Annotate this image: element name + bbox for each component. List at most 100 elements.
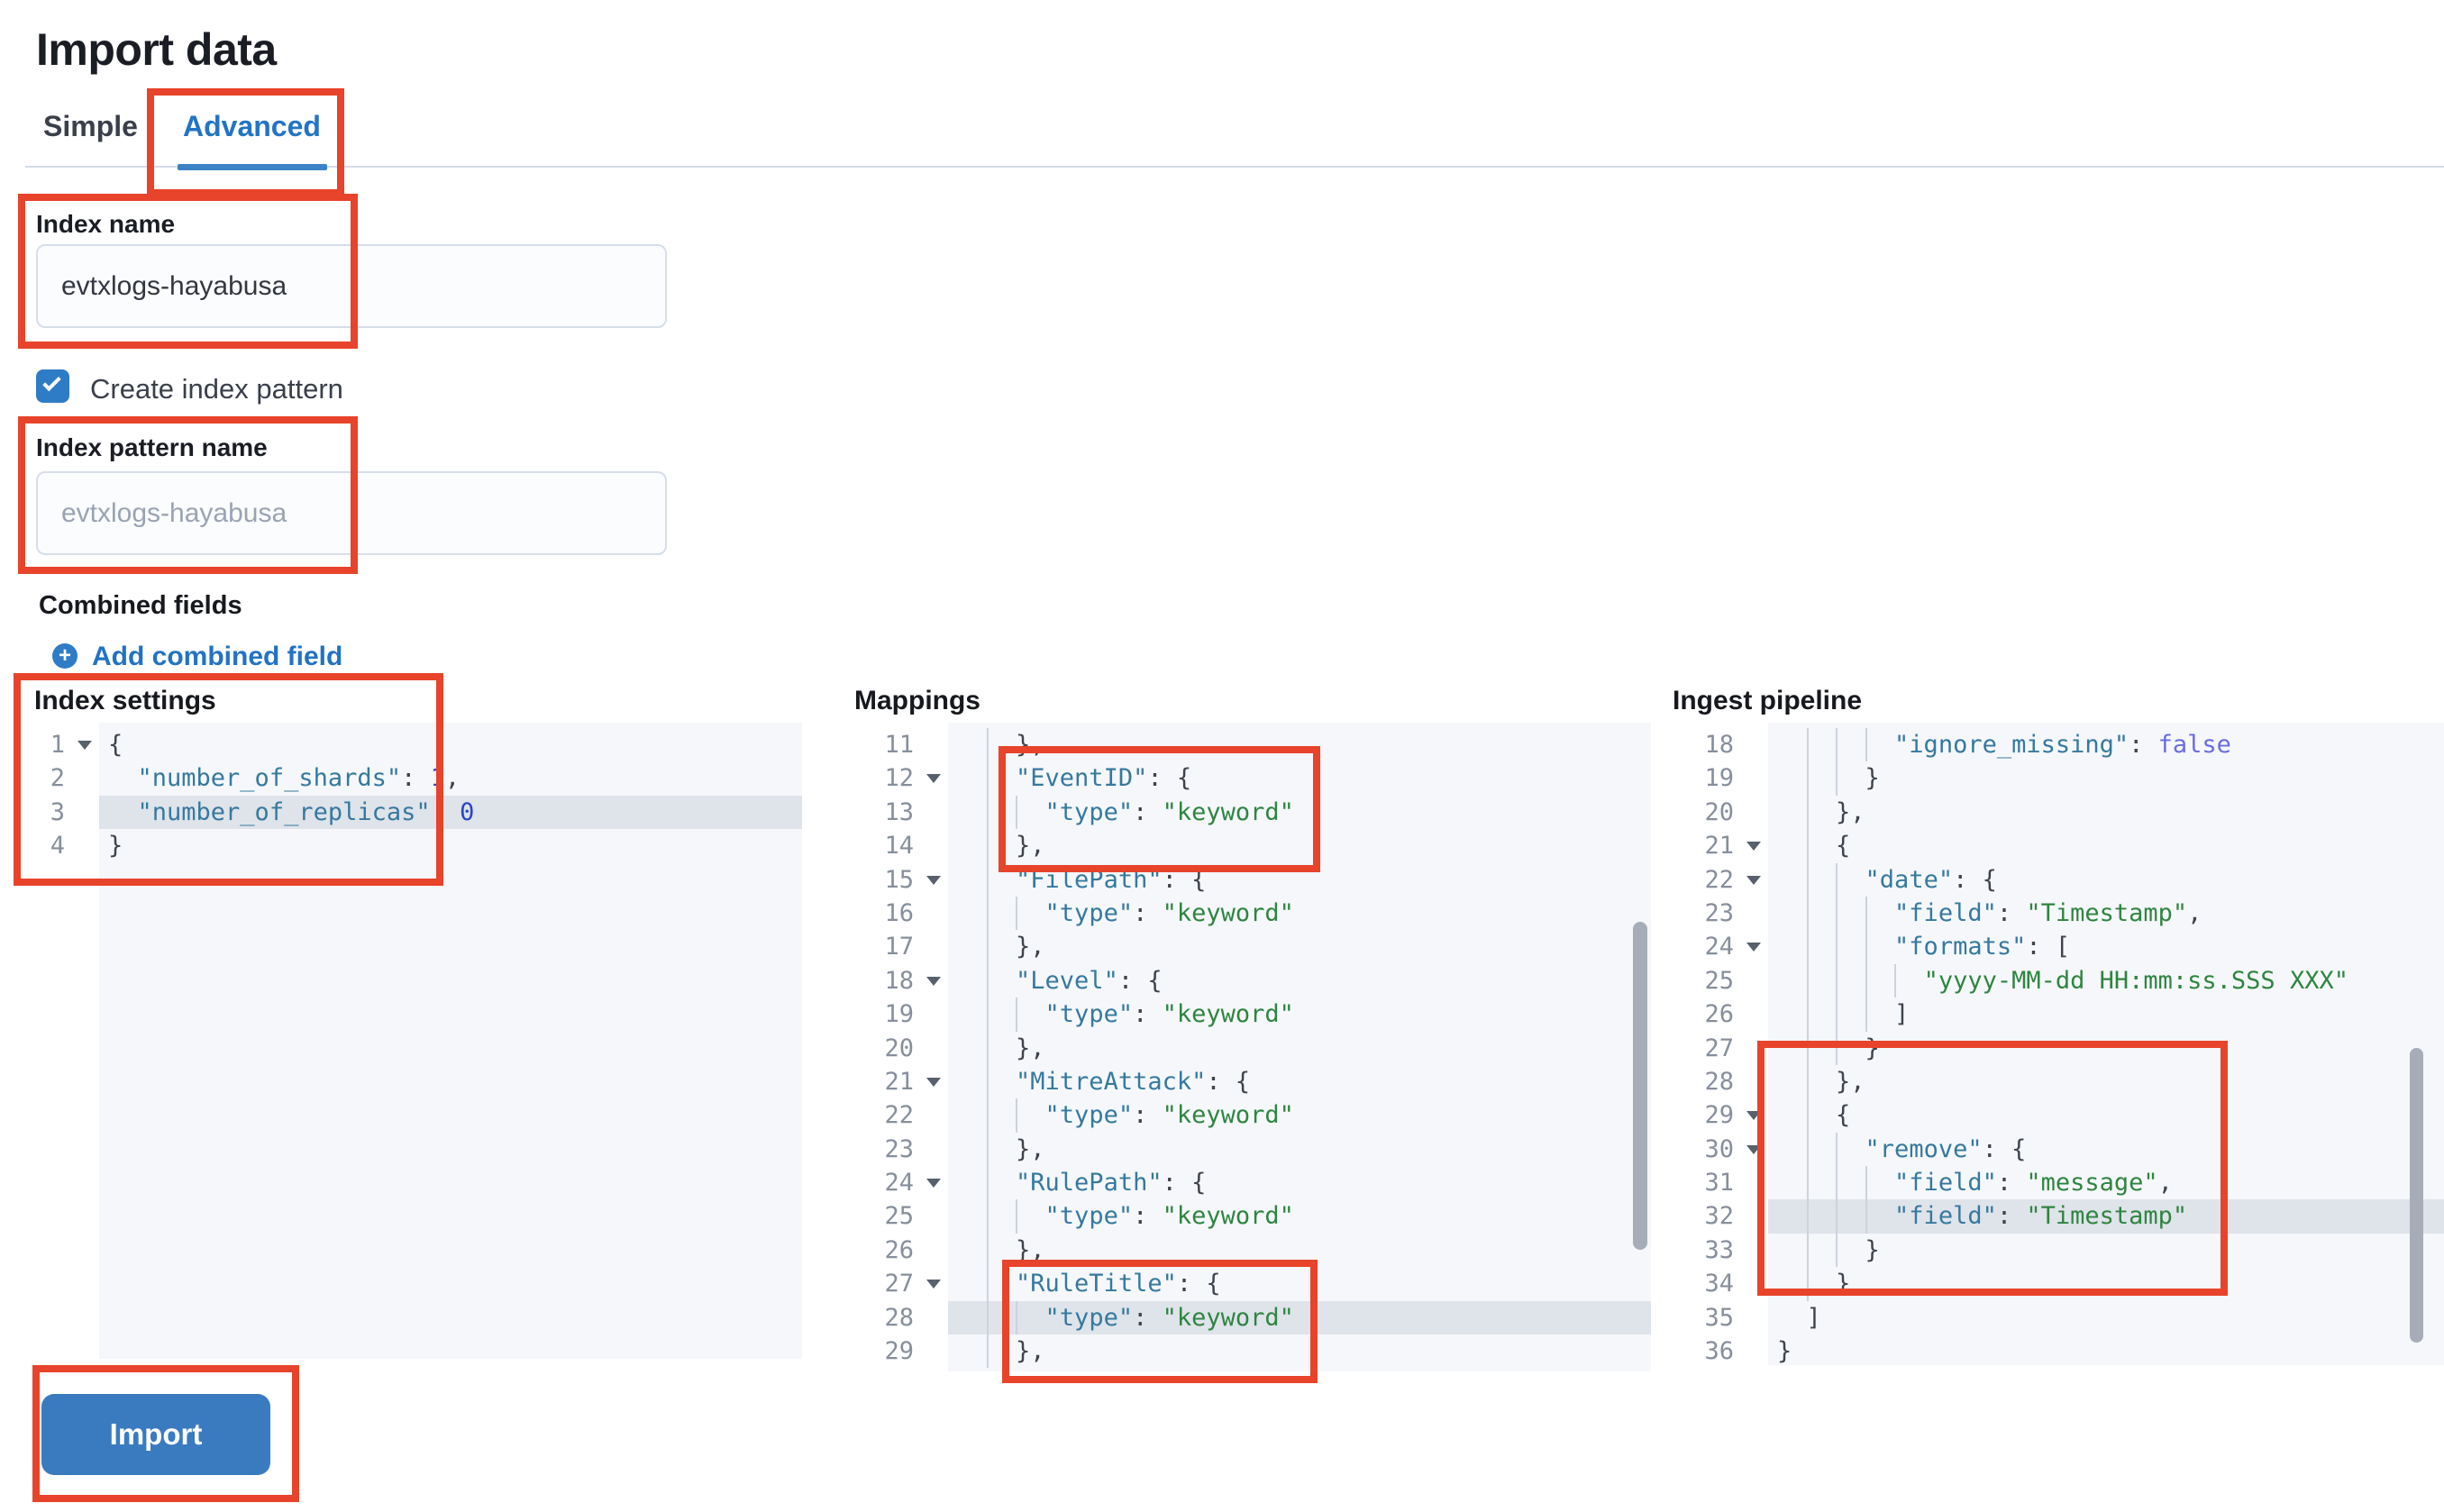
editor-code[interactable]: }, "EventID": { "type": "keyword" }, "Fi… xyxy=(948,723,1651,1371)
plus-icon[interactable]: + xyxy=(52,643,78,669)
tab-simple[interactable]: Simple xyxy=(43,110,138,142)
code-line: }, xyxy=(948,1334,1651,1369)
line-number: 18 xyxy=(847,964,948,997)
create-index-pattern-checkbox[interactable] xyxy=(36,369,69,403)
line-number: 20 xyxy=(884,1034,914,1062)
fold-arrow-icon[interactable] xyxy=(1746,943,1761,952)
indent-guide xyxy=(1016,1199,1017,1234)
line-number: 4 xyxy=(50,832,65,861)
code-line: "type": "keyword" xyxy=(948,1199,1651,1234)
indent-guide xyxy=(1806,829,1809,863)
index-pattern-name-input[interactable] xyxy=(36,471,667,555)
tab-advanced[interactable]: Advanced xyxy=(183,110,321,142)
fold-arrow-icon[interactable] xyxy=(926,1179,941,1189)
code-line: "field": "message", xyxy=(1768,1166,2444,1200)
line-number: 3 xyxy=(50,797,65,826)
indent-guide xyxy=(1806,728,1809,762)
ingest-pipeline-vertical-scrollbar[interactable] xyxy=(2410,1048,2423,1343)
indent-guide xyxy=(986,795,989,830)
code-line: } xyxy=(1768,761,2444,796)
code-line: "type": "keyword" xyxy=(948,896,1651,931)
indent-guide xyxy=(1806,1098,1809,1133)
indent-guide xyxy=(1894,963,1896,998)
indent-guide xyxy=(1836,1166,1838,1200)
indent-guide xyxy=(1836,930,1838,964)
line-number: 12 xyxy=(847,761,948,795)
line-number: 28 xyxy=(884,1303,914,1332)
code-line: "RulePath": { xyxy=(948,1166,1651,1200)
line-number: 35 xyxy=(1704,1303,1734,1332)
code-line: "Level": { xyxy=(948,963,1651,998)
code-line: } xyxy=(1768,1233,2444,1268)
code-line: } xyxy=(1768,1031,2444,1065)
indent-guide xyxy=(1016,795,1017,830)
line-number: 26 xyxy=(1704,1000,1734,1029)
code-line: "number_of_replicas": 0 xyxy=(99,795,802,830)
line-number: 11 xyxy=(884,731,914,759)
code-line: "remove": { xyxy=(1768,1132,2444,1167)
indent-guide xyxy=(1836,997,1838,1032)
code-line: "type": "keyword" xyxy=(948,997,1651,1032)
add-combined-field-link[interactable]: Add combined field xyxy=(92,642,343,671)
indent-guide xyxy=(1865,896,1867,931)
ingest-pipeline-label: Ingest pipeline xyxy=(1673,686,1863,715)
indent-guide xyxy=(1016,1300,1017,1335)
fold-arrow-icon[interactable] xyxy=(926,1280,941,1289)
code-line: "number_of_shards": 1, xyxy=(137,764,461,793)
code-line: }, xyxy=(948,930,1651,964)
code-line: "ignore_missing": false xyxy=(1768,728,2444,762)
editor-code[interactable]: { "number_of_shards": 1, "number_of_repl… xyxy=(99,723,802,1359)
fold-arrow-icon[interactable] xyxy=(926,774,941,784)
line-number: 33 xyxy=(1704,1235,1734,1264)
line-number: 29 xyxy=(1667,1098,1768,1132)
fold-arrow-icon[interactable] xyxy=(1746,875,1761,885)
indent-guide xyxy=(1865,963,1867,998)
mappings-label: Mappings xyxy=(854,686,980,715)
fold-arrow-icon[interactable] xyxy=(926,1077,941,1087)
fold-arrow-icon[interactable] xyxy=(78,741,92,750)
indent-guide xyxy=(986,1031,989,1065)
indent-guide xyxy=(1806,795,1809,830)
fold-arrow-icon[interactable] xyxy=(1746,842,1761,852)
code-line: } xyxy=(1768,1267,2444,1301)
code-line: ] xyxy=(1768,997,2444,1032)
line-number: 1 xyxy=(25,728,99,761)
indent-guide xyxy=(1836,728,1838,762)
line-number: 19 xyxy=(1704,764,1734,793)
indent-guide xyxy=(986,862,989,897)
code-line: "formats": [ xyxy=(1768,930,2444,964)
indent-guide xyxy=(986,1334,989,1369)
indent-guide xyxy=(1806,1233,1809,1268)
index-settings-label: Index settings xyxy=(34,686,216,715)
indent-guide xyxy=(986,1064,989,1099)
code-line: }, xyxy=(948,728,1651,762)
indent-guide xyxy=(1836,862,1838,897)
line-number: 22 xyxy=(1667,863,1768,897)
import-button[interactable]: Import xyxy=(41,1394,270,1475)
index-name-input[interactable] xyxy=(36,244,667,328)
mappings-vertical-scrollbar[interactable] xyxy=(1633,922,1647,1250)
code-line: { xyxy=(108,731,123,759)
indent-guide xyxy=(1016,1098,1017,1133)
fold-arrow-icon[interactable] xyxy=(926,875,941,885)
indent-guide xyxy=(1865,1199,1867,1234)
line-number: 21 xyxy=(847,1065,948,1098)
line-number: 32 xyxy=(1704,1202,1734,1231)
line-number: 25 xyxy=(1704,966,1734,995)
fold-arrow-icon[interactable] xyxy=(1746,1144,1761,1154)
indent-guide xyxy=(1806,896,1809,931)
line-number: 28 xyxy=(1704,1067,1734,1096)
code-line: ] xyxy=(1806,1303,1821,1332)
indent-guide xyxy=(986,1267,989,1301)
code-line: { xyxy=(1768,1098,2444,1133)
fold-arrow-icon[interactable] xyxy=(1746,1111,1761,1121)
indent-guide xyxy=(1865,930,1867,964)
line-number: 13 xyxy=(884,797,914,826)
fold-arrow-icon[interactable] xyxy=(926,976,941,986)
indent-guide xyxy=(1836,963,1838,998)
editor-code[interactable]: "ignore_missing": false } }, { "date": {… xyxy=(1768,723,2444,1365)
